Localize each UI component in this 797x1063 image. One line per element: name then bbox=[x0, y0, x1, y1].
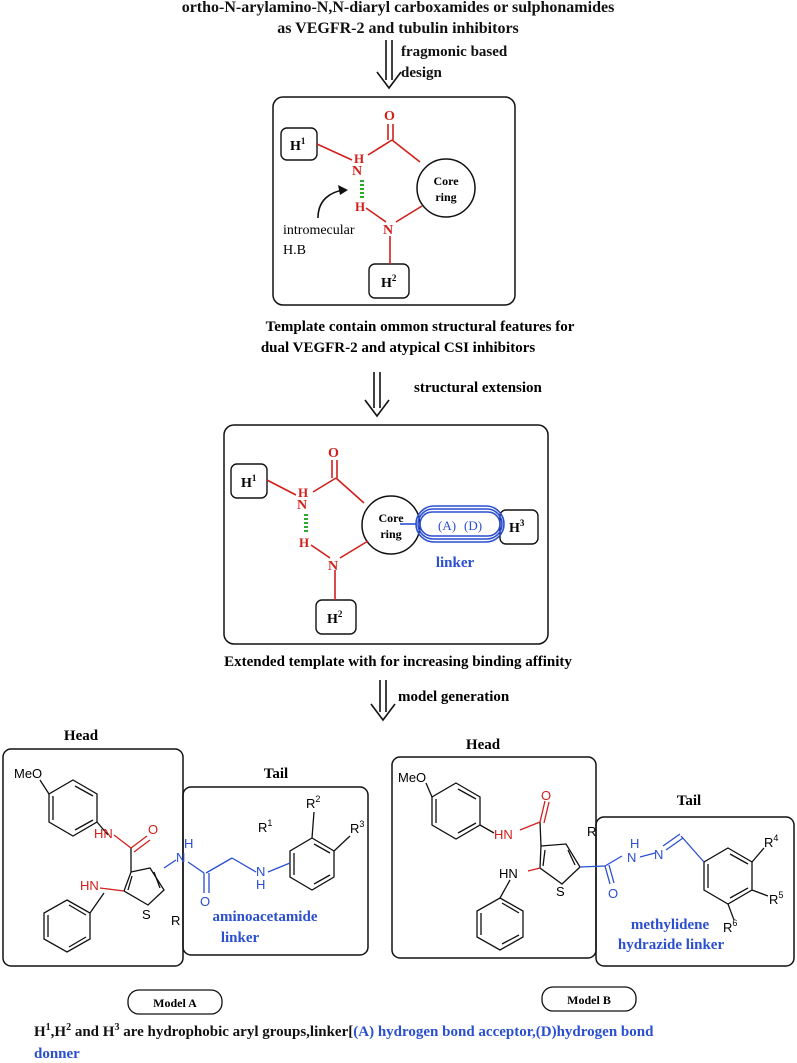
modelA-linker2: linker bbox=[221, 930, 260, 946]
modelA-tail: Tail bbox=[264, 766, 288, 782]
t1-hb1: intromecular bbox=[283, 223, 355, 238]
modelA-r: R bbox=[171, 913, 180, 928]
t2-nh-h: H bbox=[298, 485, 308, 500]
t2-core1: Core bbox=[378, 511, 404, 525]
modelA-linker1: aminoacetamide bbox=[213, 909, 318, 925]
t1-nh2-h: H bbox=[355, 199, 365, 214]
modelB-tail: Tail bbox=[677, 793, 701, 809]
modelB-r4: R4 bbox=[764, 833, 778, 850]
t2-caption: Extended template with for increasing bi… bbox=[224, 654, 572, 670]
t1-h2: H2 bbox=[381, 273, 397, 291]
modelA-s: S bbox=[142, 907, 151, 922]
double-arrow-2 bbox=[364, 372, 390, 418]
modelB-hn2: HN bbox=[499, 866, 518, 881]
arrow1-label2: design bbox=[401, 65, 443, 81]
modelA-r3: R3 bbox=[350, 819, 364, 836]
arrow3-label: model generation bbox=[398, 689, 510, 705]
modelA-hn2: HN bbox=[80, 878, 99, 893]
modelA-hn1: HN bbox=[94, 826, 113, 841]
modelA-nh-n: N bbox=[256, 864, 265, 879]
t1-caption2: dual VEGFR-2 and atypical CSI inhibitors bbox=[261, 340, 536, 356]
modelA-label: Model A bbox=[153, 996, 197, 1010]
t2-nh2-h: H bbox=[299, 535, 309, 550]
modelA-o1: O bbox=[148, 822, 158, 837]
modelA-n: N bbox=[176, 850, 185, 865]
footer-line2: donner bbox=[34, 1046, 80, 1062]
modelB-hn-n: N bbox=[627, 850, 636, 865]
modelB-o2: O bbox=[608, 886, 618, 901]
modelB-tail-box bbox=[595, 816, 795, 967]
modelA-h: H bbox=[184, 836, 193, 851]
footer-line1: H1,H2 and H3 are hydrophobic aryl groups… bbox=[34, 1022, 654, 1040]
modelA-r1: R1 bbox=[258, 818, 272, 835]
header-line2: as VEGFR-2 and tubulin inhibitors bbox=[277, 20, 519, 37]
modelA-head: Head bbox=[64, 728, 99, 744]
modelB-linker1: methylidene bbox=[631, 917, 710, 933]
t2-h3: H3 bbox=[509, 518, 525, 536]
modelA-r2: R2 bbox=[306, 794, 320, 811]
header-line1: ortho-N-arylamino-N,N-diaryl carboxamide… bbox=[182, 0, 615, 16]
modelA-structure bbox=[39, 779, 351, 953]
modelB-n2: N bbox=[654, 847, 663, 862]
modelB-meo: MeO bbox=[398, 770, 426, 785]
t2-n: N bbox=[328, 559, 338, 574]
modelA-meo: MeO bbox=[14, 766, 42, 781]
t1-caption1: Template contain ommon structural featur… bbox=[266, 319, 575, 335]
t2-o: O bbox=[328, 446, 339, 461]
modelB-r: R bbox=[587, 824, 596, 839]
modelB-hn1: HN bbox=[494, 827, 513, 842]
modelA-label-box bbox=[127, 989, 223, 1015]
t1-core1: Core bbox=[433, 174, 459, 188]
modelB-label-box bbox=[541, 986, 637, 1012]
arrow1-label1: fragmonic based bbox=[401, 44, 508, 60]
modelB-hn-h: H bbox=[630, 836, 639, 851]
modelB-head-box bbox=[391, 756, 597, 959]
modelB-r6: R6 bbox=[723, 918, 737, 935]
t2-h2: H2 bbox=[327, 609, 343, 627]
t2-h1: H1 bbox=[241, 473, 257, 491]
t1-nh-n: N bbox=[352, 164, 362, 179]
t2-a: (A) bbox=[438, 518, 456, 533]
modelB-o1: O bbox=[541, 788, 551, 803]
t1-nh-h: H bbox=[354, 151, 364, 166]
modelA-nh-h: H bbox=[256, 877, 265, 892]
t2-core2: ring bbox=[380, 527, 401, 541]
t2-linker-shape bbox=[400, 505, 505, 543]
t2-linker: linker bbox=[436, 555, 475, 571]
t1-core-ring bbox=[416, 158, 476, 218]
t1-h1: H1 bbox=[290, 136, 306, 154]
modelB-linker2: hydrazide linker bbox=[618, 937, 725, 953]
t2-d: (D) bbox=[464, 518, 482, 533]
t1-core2: ring bbox=[435, 190, 456, 204]
modelA-head-box bbox=[2, 748, 184, 967]
modelA-tail-box bbox=[182, 786, 369, 956]
modelB-label: Model B bbox=[567, 993, 611, 1007]
double-arrow-3 bbox=[370, 680, 396, 722]
modelB-head: Head bbox=[466, 737, 501, 753]
t1-o: O bbox=[384, 109, 395, 124]
template1-box: H1 H2 O H N H Core ring N intromecular H… bbox=[272, 96, 516, 306]
h2-box bbox=[368, 263, 410, 299]
t2-nh-n: N bbox=[297, 498, 307, 513]
template2-box: H1 H2 H3 O H N H Core ring N bbox=[223, 424, 549, 645]
arrow2-label: structural extension bbox=[414, 380, 543, 396]
t1-n: N bbox=[383, 223, 393, 238]
t2-core-ring bbox=[361, 495, 421, 555]
modelB-r5: R5 bbox=[769, 890, 783, 907]
t1-hb2: H.B bbox=[283, 243, 306, 258]
modelB-s: S bbox=[556, 884, 565, 899]
modelA-o2: O bbox=[200, 894, 210, 909]
double-arrow-1 bbox=[376, 40, 402, 90]
